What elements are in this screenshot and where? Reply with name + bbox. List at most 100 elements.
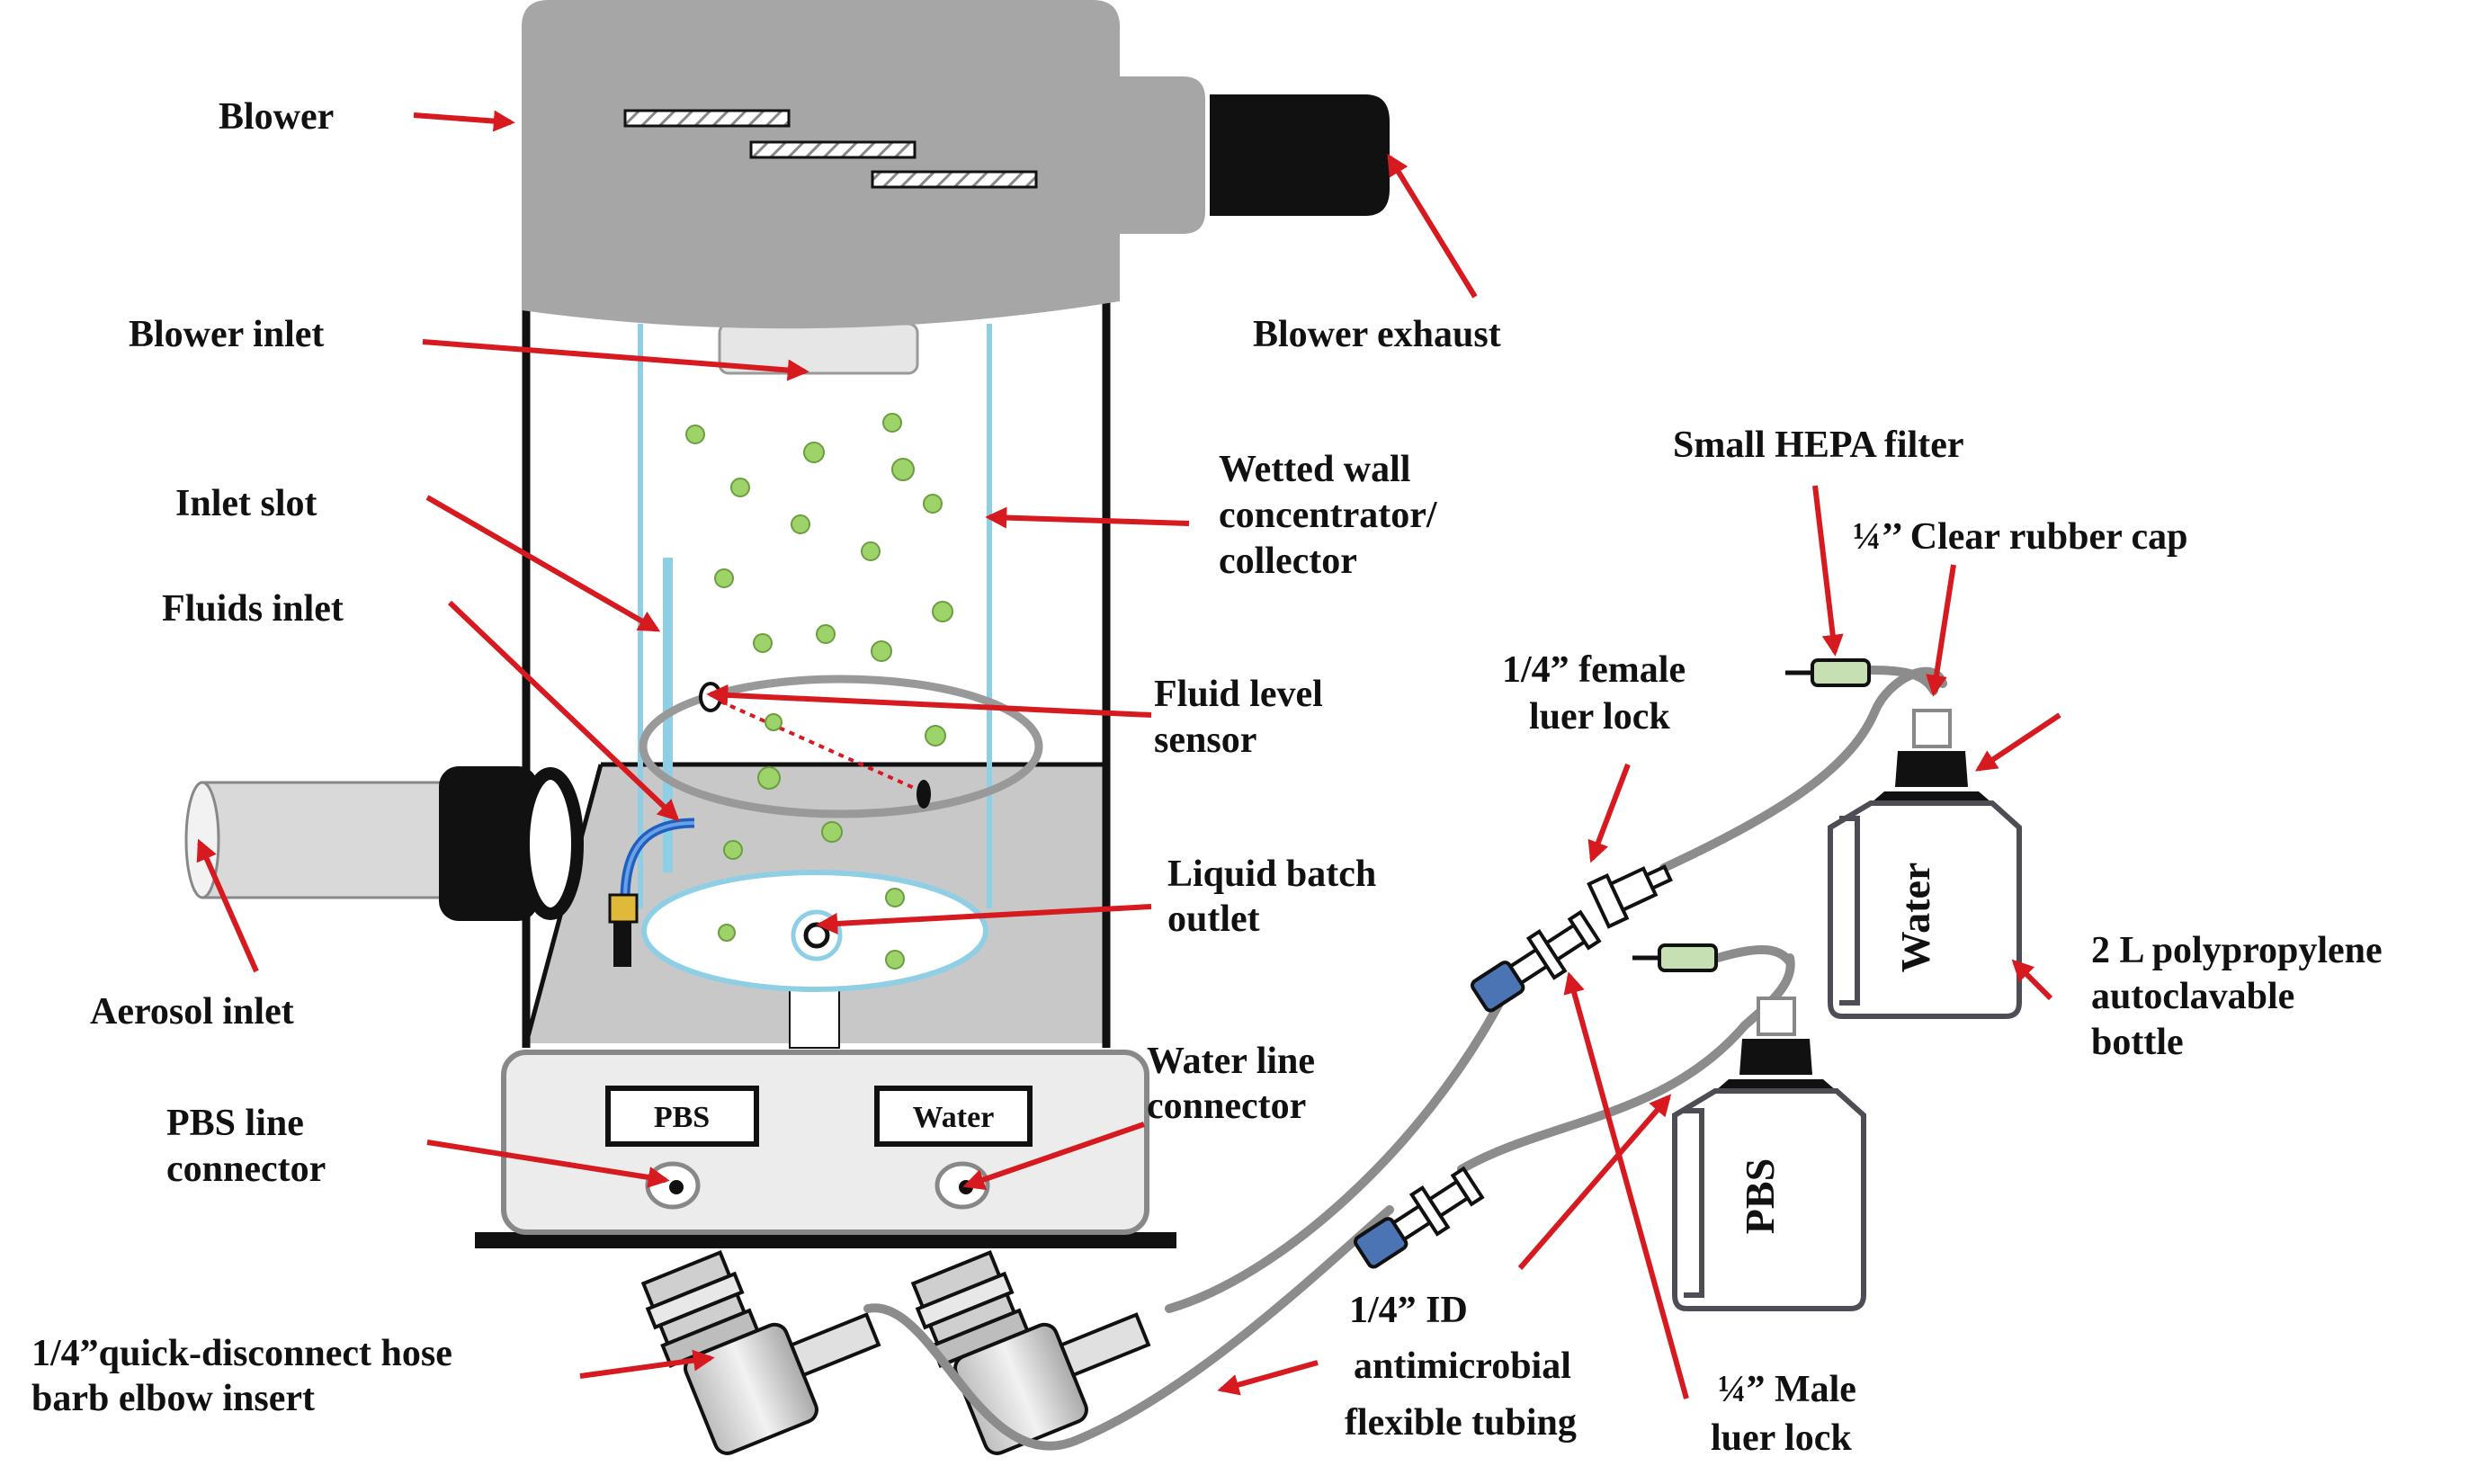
water-bottle-neck (1912, 709, 1952, 748)
aerosol-inlet-pipe (201, 781, 452, 899)
label-wetted-wall-2: concentrator/ (1219, 495, 1438, 536)
fluids-inlet-fitting (608, 893, 639, 924)
water-panel-label: Water (913, 1101, 995, 1134)
red-arrow-icon (1926, 564, 1956, 697)
red-arrow-icon (447, 600, 680, 822)
droplet-icon (730, 478, 750, 497)
label-fluids-inlet: Fluids inlet (162, 588, 344, 630)
label-water-line-2: connector (1147, 1086, 1306, 1127)
blower (522, 0, 1390, 329)
red-arrow-icon (196, 838, 259, 973)
pbs-bottle-label: PBS (1737, 1158, 1783, 1234)
aerosol-inlet-collar (439, 766, 538, 921)
label-blower: Blower (219, 96, 334, 138)
blower-vent (871, 170, 1038, 189)
label-liquid-batch-2: outlet (1167, 898, 1260, 940)
female-luer-lock (1587, 864, 1673, 929)
label-wetted-wall-3: collector (1219, 541, 1357, 582)
sensor-receiver (917, 780, 931, 809)
red-arrow-icon (1517, 1094, 1672, 1270)
pbs-bottle-neck (1757, 997, 1796, 1036)
droplet-icon (723, 840, 743, 860)
fluids-inlet (608, 818, 695, 967)
quick-disconnect-elbow-pbs (640, 1250, 881, 1455)
label-inlet-slot: Inlet slot (175, 483, 317, 524)
label-hepa: Small HEPA filter (1673, 425, 1964, 466)
red-arrow-icon (1387, 153, 1478, 299)
pbs-tube-upper (1457, 953, 1795, 1174)
label-tubing-3: flexible tubing (1345, 1402, 1577, 1444)
water-bottle-body (1828, 800, 2022, 1019)
fluid-level-sensor-ring (639, 675, 1043, 818)
label-male-luer-2: luer lock (1711, 1417, 1852, 1459)
pbs-bottle-cap (1739, 1039, 1812, 1075)
hepa-filter-pbs (1632, 943, 1718, 972)
red-arrow-icon (413, 110, 515, 132)
label-bottle-1: 2 L polypropylene (2091, 930, 2383, 971)
label-quick-disconnect-1: 1/4”quick-disconnect hose (31, 1333, 452, 1374)
hepa-filter-body (1811, 658, 1871, 687)
label-quick-disconnect-2: barb elbow insert (31, 1378, 315, 1419)
water-tube (1165, 994, 1507, 1313)
label-pbs-line-2: connector (166, 1149, 326, 1190)
pbs-panel-label-box (605, 1086, 759, 1147)
base-plate (475, 1232, 1176, 1248)
fluids-inlet-stem (613, 922, 631, 967)
pbs-bottle-body (1672, 1088, 1866, 1311)
pbs-bottle-shoulder (1715, 1079, 1837, 1091)
red-arrow-icon (985, 506, 1190, 529)
red-arrow-icon (1975, 712, 2061, 772)
droplet-icon (885, 950, 905, 970)
red-arrow-icon (706, 684, 1152, 718)
red-arrow-icon (2011, 959, 2053, 1001)
red-arrow-icon (962, 1122, 1145, 1191)
water-panel-label-box (874, 1086, 1033, 1147)
droplet-icon (882, 413, 902, 433)
water-bottle-shoulder (1871, 791, 1992, 803)
droplet-icon (757, 766, 781, 790)
pbs-bottle: PBS (1672, 997, 1866, 1311)
label-liquid-batch-1: Liquid batch (1167, 854, 1376, 895)
droplet-icon (871, 640, 892, 662)
luer-lock-pbs (1354, 1166, 1485, 1269)
droplet-icon (925, 725, 946, 746)
droplet-icon (753, 633, 773, 653)
droplets (685, 413, 953, 970)
droplet-icon (891, 458, 915, 481)
label-tubing-2: antimicrobial (1354, 1345, 1571, 1387)
droplet-icon (932, 601, 953, 622)
droplet-icon (685, 425, 705, 444)
droplet-icon (885, 888, 905, 907)
hepa-filter (1785, 658, 1871, 687)
labels: Blower Blower inlet Blower exhaust Inlet… (31, 96, 2383, 1459)
label-water-line-1: Water line (1147, 1041, 1315, 1082)
red-arrow-icon (1812, 485, 1844, 657)
wetted-wall-cylinder (638, 322, 1043, 992)
label-male-luer-1: ¼” Male (1718, 1369, 1856, 1410)
red-arrow-icon (579, 1349, 715, 1379)
water-tube-upper (1659, 666, 1947, 872)
label-bottle-2: autoclavable (2091, 976, 2294, 1017)
blower-exhaust-port (1210, 94, 1390, 216)
label-wetted-wall-1: Wetted wall (1219, 449, 1410, 490)
water-bottle-cap (1895, 751, 1968, 787)
red-arrow-icon (1217, 1360, 1319, 1396)
water-bottle: Water (1828, 709, 2022, 1019)
label-aerosol-inlet: Aerosol inlet (90, 991, 294, 1033)
droplet-icon (803, 442, 825, 463)
pbs-panel-label: PBS (654, 1101, 710, 1134)
blower-body (522, 0, 1205, 329)
label-fluid-level-1: Fluid level (1154, 674, 1323, 715)
label-female-luer-1: 1/4” female (1502, 649, 1686, 691)
label-rubber-cap: ¼’’ Clear rubber cap (1853, 516, 2188, 558)
blower-vent (623, 109, 791, 128)
red-arrow-icon (425, 495, 661, 632)
red-arrow-icon (426, 1140, 670, 1188)
droplet-icon (791, 514, 810, 534)
red-arrow-icon (1587, 763, 1631, 863)
red-arrow-icon (1563, 971, 1689, 1399)
arrows (196, 110, 2061, 1399)
control-panel-body (501, 1050, 1149, 1235)
label-fluid-level-2: sensor (1154, 720, 1256, 761)
